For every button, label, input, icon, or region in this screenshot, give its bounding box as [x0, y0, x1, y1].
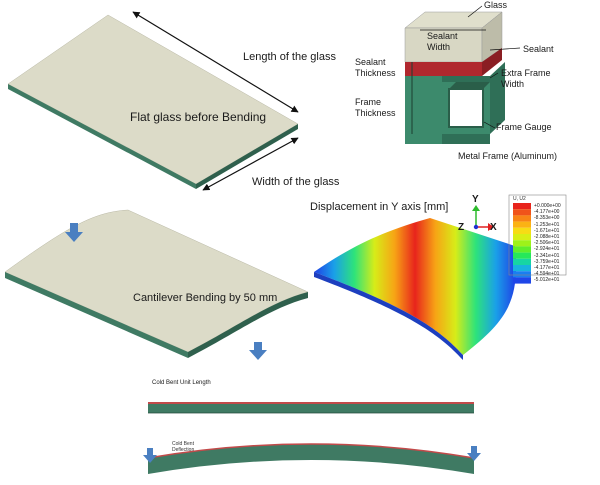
displacement-contour-plot	[314, 218, 517, 360]
axis-triad	[472, 205, 494, 231]
legend-color-box	[513, 234, 531, 241]
sealant-width-label: Sealant Width	[427, 31, 458, 52]
bent-glass-plate	[4, 209, 309, 358]
load-arrow-top	[65, 223, 83, 242]
legend-value: -1.671e+01	[534, 227, 560, 234]
legend-value: -8.353e+00	[534, 215, 560, 222]
length-dimension-arrow	[132, 11, 299, 113]
cold-bent-unit-beam	[148, 402, 474, 414]
legend-value: -4.594e+01	[534, 271, 560, 278]
legend-value: -2.088e+01	[534, 233, 560, 240]
legend-color-box	[513, 203, 531, 210]
legend-color-box	[513, 227, 531, 234]
glass-label: Glass	[484, 0, 508, 10]
flat-glass-plate	[7, 14, 299, 189]
length-label: Length of the glass	[243, 51, 336, 63]
legend-value: -5.012e+01	[534, 277, 560, 284]
flat-glass-label: Flat glass before Bending	[130, 110, 267, 124]
axis-x-label: X	[490, 222, 497, 233]
deflection-arrow-right	[467, 446, 481, 461]
legend-value: -4.177e+01	[534, 264, 560, 271]
load-arrow-middle	[249, 342, 267, 360]
legend-color-box	[513, 240, 531, 247]
metal-frame-label: Metal Frame (Aluminum)	[458, 151, 558, 161]
legend-title: U, U2	[513, 196, 526, 202]
legend-color-box	[513, 215, 531, 222]
displacement-title: Displacement in Y axis [mm]	[310, 201, 449, 213]
axis-y-label: Y	[472, 194, 479, 205]
extra-frame-width-label: Extra Frame Width	[501, 68, 551, 89]
legend-color-box	[513, 252, 531, 259]
unit-length-label: Cold Bent Unit Length	[152, 380, 211, 386]
cold-bent-deflected-beam	[147, 443, 475, 474]
legend-color-box	[513, 209, 531, 216]
axis-z-label: Z	[458, 222, 465, 233]
legend-value: -3.759e+01	[534, 258, 560, 265]
width-label: Width of the glass	[252, 176, 340, 188]
width-dimension-arrow	[202, 137, 299, 191]
legend-color-box	[513, 258, 531, 265]
frame-thickness-label: Frame Thickness	[355, 97, 396, 118]
legend-value: -1.253e+01	[534, 221, 560, 228]
legend-color-box	[513, 221, 531, 228]
sealant-label: Sealant	[523, 44, 554, 54]
legend-color-box	[513, 265, 531, 272]
frame-gauge-label: Frame Gauge	[496, 122, 552, 132]
legend-value: -3.341e+01	[534, 252, 560, 259]
sealant-thickness-label: Sealant Thickness	[355, 57, 396, 78]
legend-value: -2.506e+01	[534, 240, 560, 247]
legend-value: -4.177e+00	[534, 209, 560, 216]
legend-colorbar	[513, 203, 531, 284]
deflection-arrow-left	[143, 448, 157, 463]
frame-cross-section	[404, 11, 505, 144]
legend-value: +0.000e+00	[534, 203, 561, 209]
legend-values: +0.000e+00-4.177e+00-8.353e+00-1.253e+01…	[534, 203, 561, 283]
legend-color-box	[513, 277, 531, 284]
cantilever-label: Cantilever Bending by 50 mm	[133, 292, 278, 304]
deflection-label: Cold Bent Deflection	[172, 441, 195, 453]
legend-color-box	[513, 271, 531, 278]
legend-value: -2.924e+01	[534, 246, 560, 253]
legend-color-box	[513, 246, 531, 253]
